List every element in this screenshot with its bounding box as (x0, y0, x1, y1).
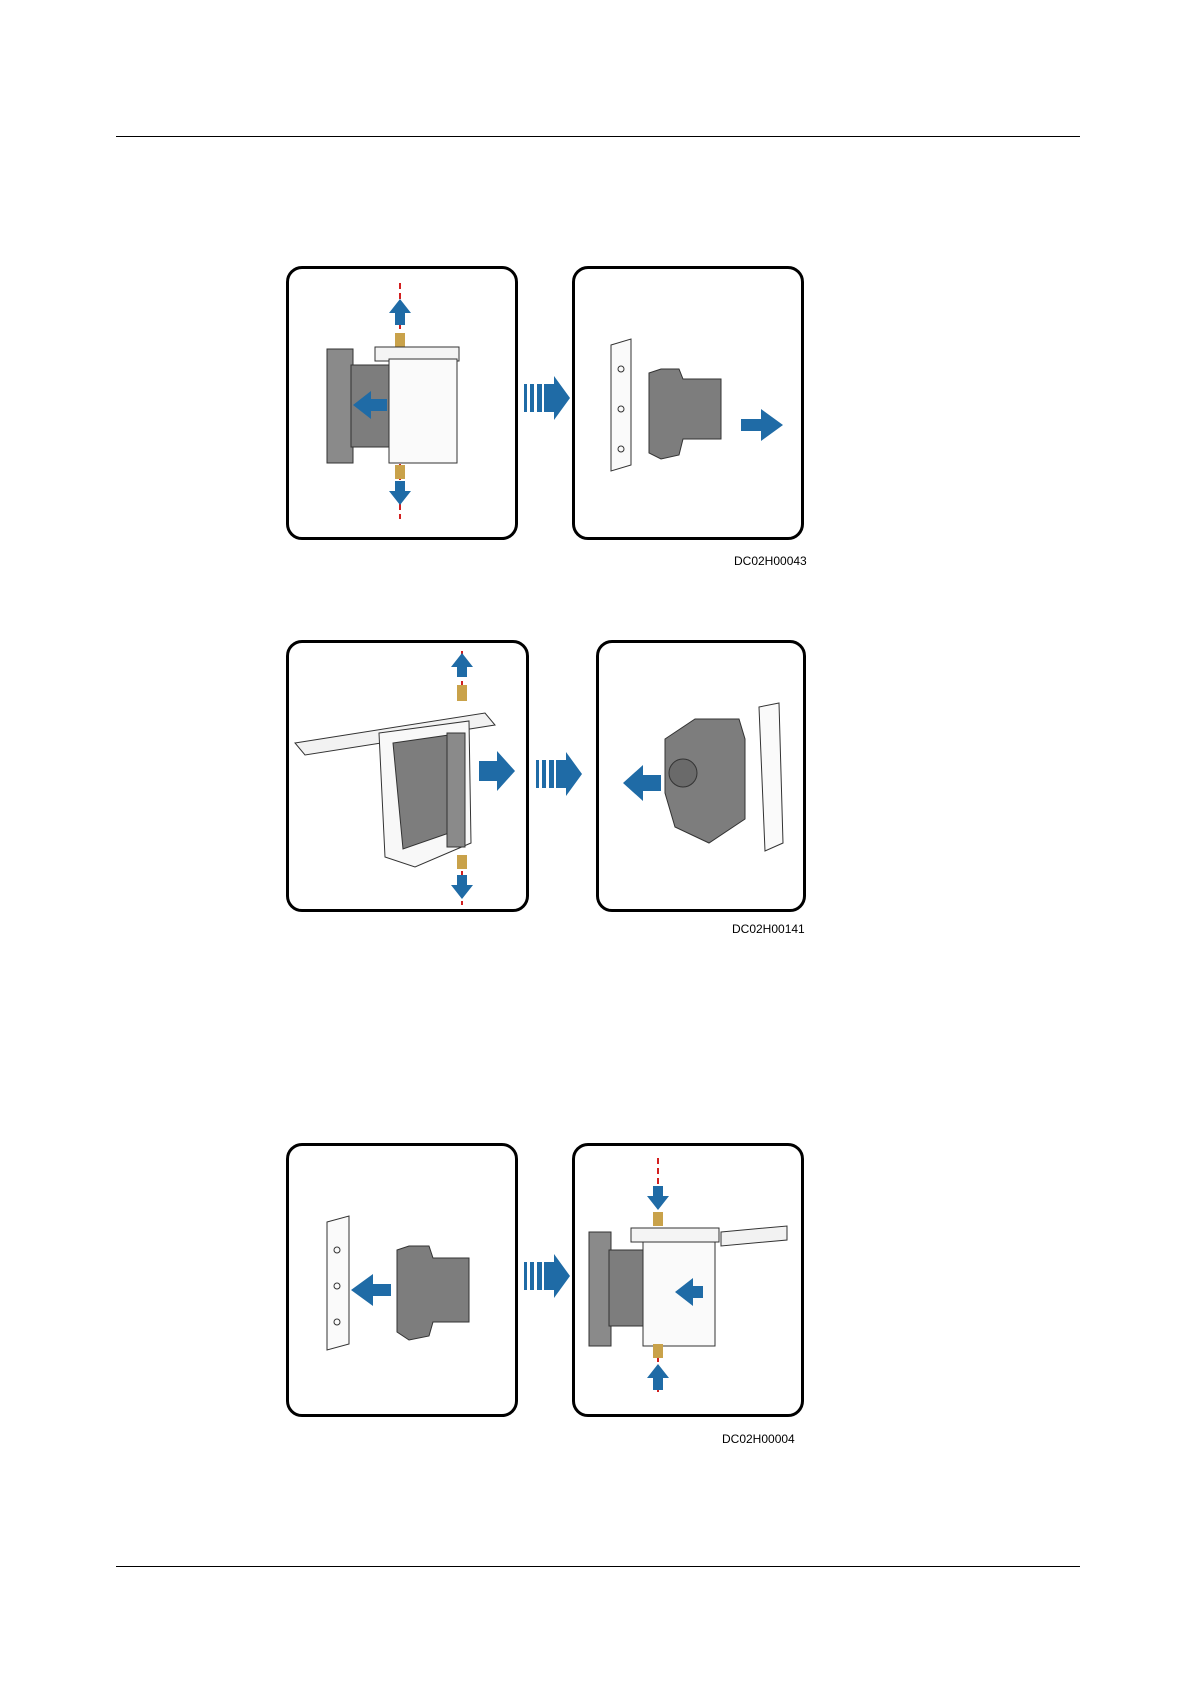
figure-1-right-illustration (575, 269, 801, 537)
arrow-right-icon (741, 409, 783, 441)
arrow-up-icon (389, 299, 411, 325)
screw-icon (395, 465, 405, 479)
arrow-left-icon (351, 1274, 391, 1306)
figure-2-right-illustration (599, 643, 803, 909)
footer-rule (116, 1566, 1080, 1567)
screw-icon (653, 1212, 663, 1226)
din-rail (447, 733, 465, 847)
breaker-block (609, 1250, 645, 1326)
arrow-down-icon (647, 1186, 669, 1210)
figure-3-panel-right (572, 1143, 804, 1417)
figure-3-left-illustration (289, 1146, 515, 1414)
figure-3-panel-left (286, 1143, 518, 1417)
step-arrow-icon (522, 376, 572, 420)
breaker-block (649, 369, 721, 459)
figure-1-panel-left (286, 266, 518, 540)
din-rail (589, 1232, 611, 1346)
header-rule (116, 136, 1080, 137)
figure-caption: DC02H00004 (722, 1432, 795, 1446)
extension-plate (721, 1226, 787, 1246)
arrow-right-icon (479, 751, 515, 791)
figure-1-panel-right (572, 266, 804, 540)
figure-2-left-illustration (289, 643, 526, 909)
screw-icon (457, 685, 467, 701)
figure-caption: DC02H00141 (732, 922, 805, 936)
breaker-block (397, 1246, 469, 1340)
arrow-left-icon (623, 765, 661, 801)
figure-2-panel-left (286, 640, 529, 912)
din-rail (611, 339, 631, 471)
arrow-down-icon (389, 481, 411, 505)
screw-icon (395, 333, 405, 347)
figure-3-right-illustration (575, 1146, 801, 1414)
screw-icon (653, 1344, 663, 1358)
step-arrow-icon (522, 1254, 572, 1298)
cover-box (389, 359, 457, 463)
arrow-up-icon (647, 1364, 669, 1390)
screw-icon (457, 855, 467, 869)
din-rail (759, 703, 783, 851)
figure-2-panel-right (596, 640, 806, 912)
step-arrow-icon (534, 752, 584, 796)
breaker-block (393, 735, 449, 849)
mounting-plate (631, 1228, 719, 1242)
arrow-up-icon (451, 653, 473, 677)
din-rail (327, 349, 353, 463)
arrow-down-icon (451, 875, 473, 899)
figure-caption: DC02H00043 (734, 554, 807, 568)
figure-1-left-illustration (289, 269, 515, 537)
